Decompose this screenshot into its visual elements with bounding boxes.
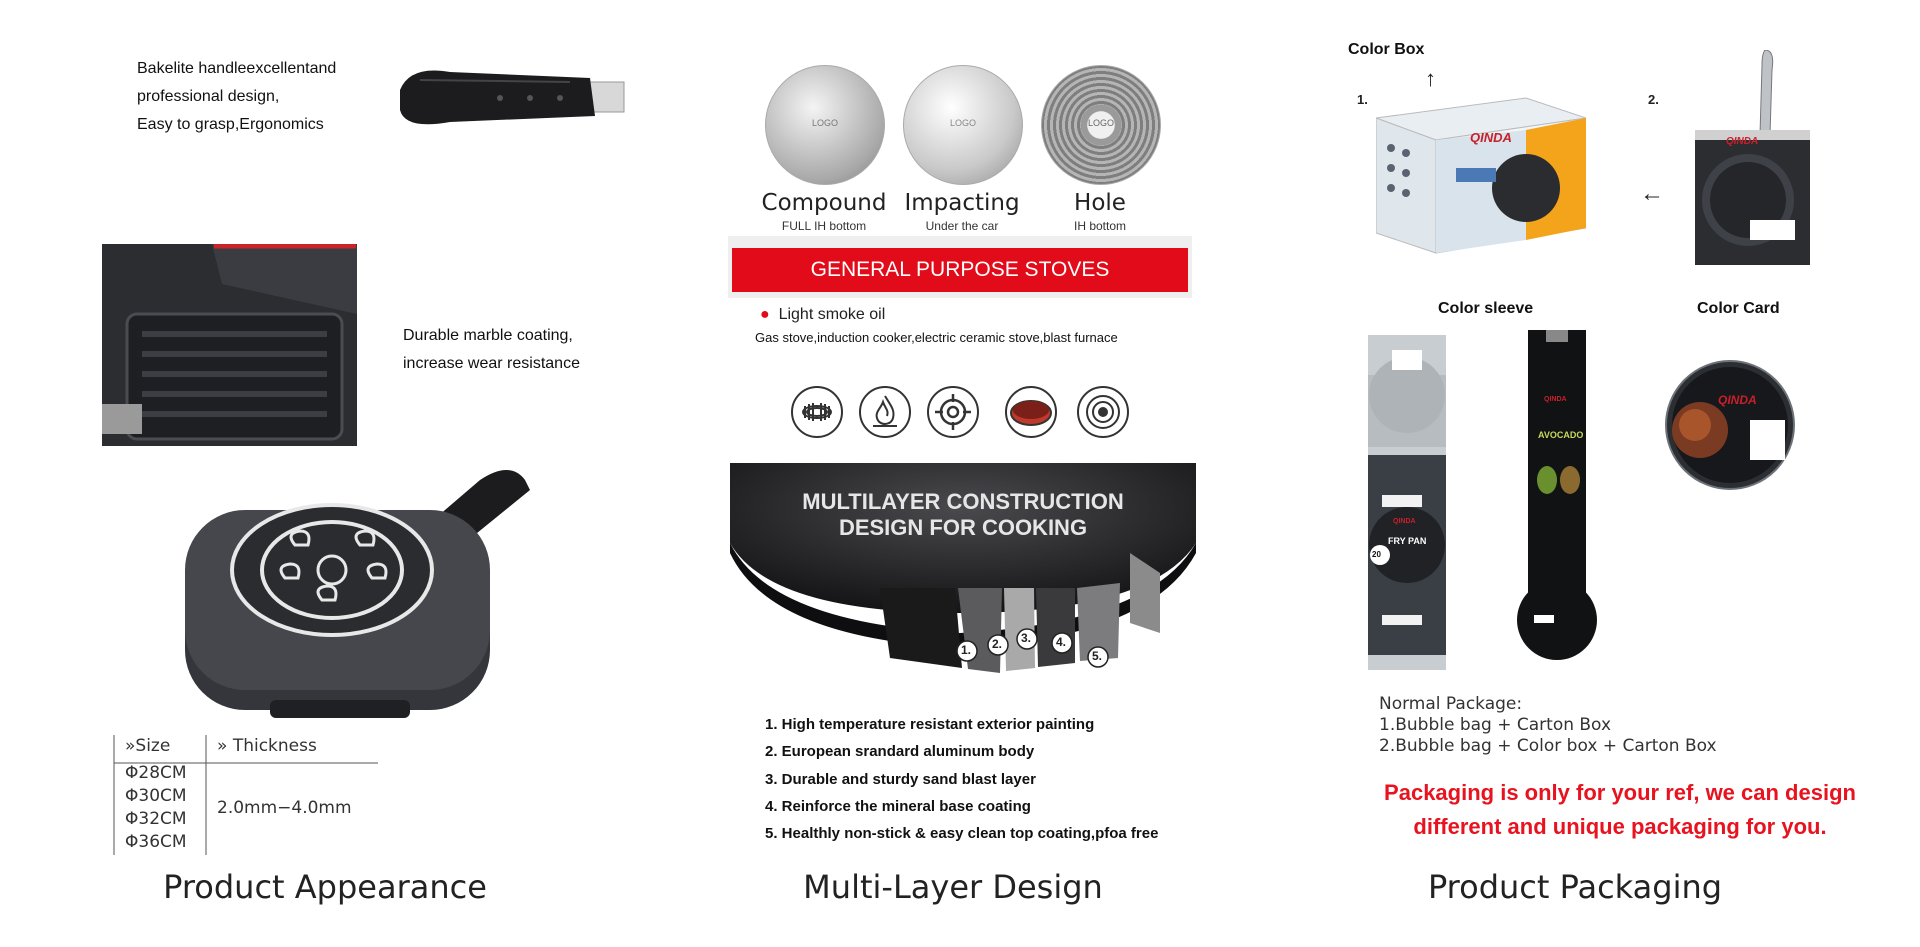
size-row: Φ32CM — [125, 809, 187, 829]
feature-item: 2. European srandard aluminum body — [765, 743, 1035, 760]
ceramic-plate-icon — [1005, 386, 1057, 438]
closed-double-grill-pan-image — [185, 470, 530, 718]
bottom-name: Impacting — [904, 190, 1020, 216]
feature-item: 1. High temperature resistant exterior p… — [765, 716, 1095, 733]
thickness-header: » Thickness — [217, 736, 317, 756]
section-title-appearance: Product Appearance — [163, 868, 487, 906]
sleeve-text: FRY PAN — [1388, 536, 1427, 546]
color-card-label: Color Card — [1697, 300, 1780, 317]
feature-item: 5. Healthly non-stick & easy clean top c… — [765, 825, 1159, 842]
construction-heading: MULTILAYER CONSTRUCTION DESIGN FOR COOKI… — [802, 489, 1124, 540]
size-row: Φ28CM — [125, 763, 187, 783]
color-box-image — [1376, 97, 1586, 254]
size-row: Φ36CM — [125, 832, 187, 852]
coil-icon — [791, 386, 843, 438]
normal-package-info: Normal Package: 1.Bubble bag + Carton Bo… — [1379, 694, 1717, 756]
multilayer-pan-cross-section-image — [730, 463, 1196, 698]
section-title-multilayer: Multi-Layer Design — [803, 868, 1103, 906]
color-sleeve-black-image — [1517, 330, 1597, 660]
color-sleeve-grey-image — [1368, 335, 1446, 670]
gas-burner-icon — [927, 386, 979, 438]
brand-logo: QINDA — [1544, 396, 1567, 403]
size-row: Φ30CM — [125, 786, 187, 806]
size-header: »Size — [125, 736, 171, 756]
layer-number: 5. — [1092, 649, 1103, 663]
induction-icon — [1077, 386, 1129, 438]
impacting-bottom-image — [903, 65, 1023, 185]
bottom-name: Compound — [761, 190, 887, 216]
feature-item: 3. Durable and sturdy sand blast layer — [765, 771, 1036, 788]
arrow-left-icon: ← — [1640, 180, 1664, 207]
bottom-subtitle: Under the car — [925, 219, 999, 233]
brand-logo: QINDA — [1470, 130, 1512, 145]
item-number: 2. — [1648, 92, 1659, 107]
section-title-packaging: Product Packaging — [1427, 868, 1723, 906]
stove-types: Gas stove,induction cooker,electric cera… — [755, 330, 1118, 345]
flame-icon — [859, 386, 911, 438]
general-purpose-banner: GENERAL PURPOSE STOVES — [732, 248, 1188, 292]
layer-number: 2. — [992, 637, 1003, 651]
color-box-label: Color Box — [1348, 41, 1425, 58]
color-sleeve-label: Color sleeve — [1438, 300, 1534, 317]
color-card-box-image — [1695, 50, 1810, 265]
layer-number: 4. — [1056, 635, 1067, 649]
coating-description: Durable marble coating, increase wear re… — [403, 327, 580, 372]
layer-number: 1. — [961, 643, 972, 657]
logo-text: LOGO — [1088, 118, 1115, 128]
logo-text: LOGO — [812, 118, 839, 128]
hole-bottom-image — [1041, 65, 1161, 185]
bottom-subtitle: IH bottom — [1073, 219, 1127, 233]
oil-line: ● Light smoke oil — [760, 306, 886, 323]
bakelite-handle-image — [400, 70, 625, 125]
layer-number: 3. — [1021, 631, 1032, 645]
feature-item: 4. Reinforce the mineral base coating — [765, 798, 1031, 815]
brand-logo: QINDA — [1726, 136, 1759, 147]
compound-bottom-image — [765, 65, 885, 185]
logo-text: LOGO — [950, 118, 977, 128]
bottom-subtitle: FULL IH bottom — [781, 219, 867, 233]
open-grill-pan-image — [102, 244, 357, 446]
bottom-name: Hole — [1074, 190, 1126, 216]
brand-logo: QINDA — [1718, 393, 1757, 407]
brand-logo: QINDA — [1393, 518, 1416, 525]
packaging-note: Packaging is only for your ref, we can d… — [1384, 780, 1856, 839]
item-number: 1. — [1357, 92, 1368, 107]
handle-description: Bakelite handleexcellentand professional… — [137, 60, 337, 133]
color-card-image — [1665, 360, 1795, 490]
sleeve-text: AVOCADO — [1538, 430, 1584, 440]
thickness-value: 2.0mm−4.0mm — [217, 798, 352, 818]
sleeve-size: 20 — [1372, 550, 1381, 559]
arrow-up-icon: ↑ — [1425, 66, 1436, 91]
size-table-lines — [113, 735, 378, 855]
